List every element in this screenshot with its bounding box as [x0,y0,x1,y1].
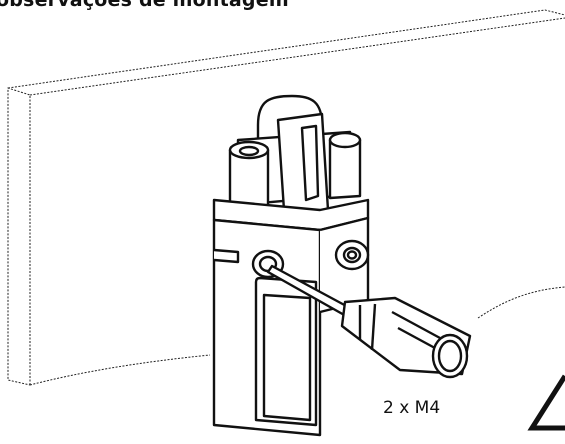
screwdriver-icon [266,264,472,379]
mounting-wall [7,9,565,386]
warning-triangle-icon [527,374,565,431]
heading: observações de montagem [0,0,289,11]
screw-label: 2 x M4 [383,398,441,418]
safety-switch [212,94,370,437]
